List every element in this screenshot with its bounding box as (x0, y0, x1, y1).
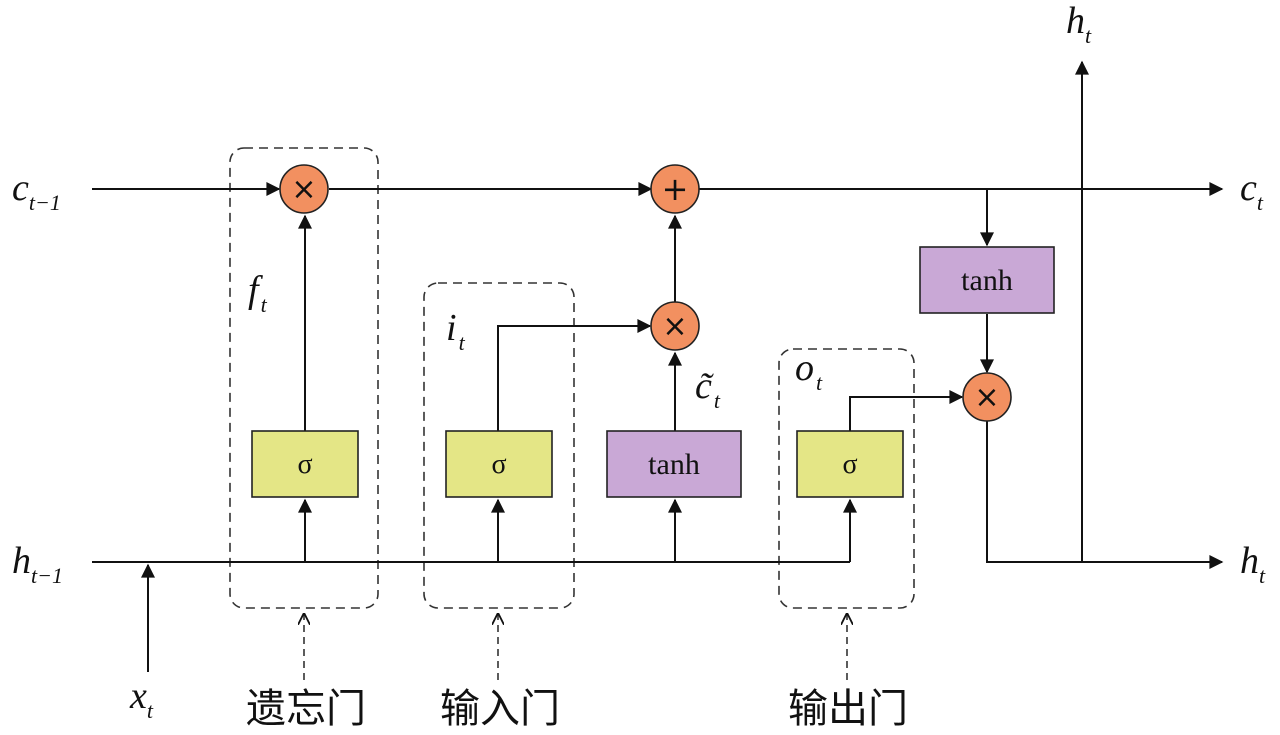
input-multiply-node: × (650, 301, 700, 351)
forget-sigma-box: σ (251, 430, 359, 498)
forget-sigma-label: σ (297, 449, 312, 480)
c-out-label: ct (1240, 167, 1264, 215)
input-tanh-box: tanh (606, 430, 742, 498)
c-prev-label: ct−1 (12, 167, 61, 215)
forget-gate-region (229, 147, 379, 609)
add-icon: + (662, 170, 689, 208)
forget-gate-label: 遗忘门 (246, 686, 366, 732)
cell-add-node: + (650, 164, 700, 214)
input-gate-symbol: it (446, 307, 466, 355)
forget-multiply-node: × (279, 164, 329, 214)
input-sigma-label: σ (491, 449, 506, 480)
h-top-label: ht (1066, 0, 1092, 48)
hidden-state-out-line (986, 421, 1224, 569)
output-gate-symbol: ot (795, 347, 823, 395)
input-gate-output-arrow (497, 319, 652, 431)
h-out-label: ht (1240, 540, 1266, 588)
output-sigma-label: σ (842, 449, 857, 480)
output-gate-label: 输出门 (788, 686, 908, 732)
candidate-cell-symbol: c̃t (695, 365, 721, 413)
forget-gate-symbol: ft (248, 269, 268, 317)
multiply-icon: × (291, 172, 316, 207)
output-gate-output-arrow (849, 390, 964, 431)
multiply-icon: × (662, 309, 687, 344)
output-multiply-node: × (962, 372, 1012, 422)
h-prev-label: ht−1 (12, 540, 63, 588)
input-gate-region (423, 282, 575, 609)
output-gate-region (778, 348, 915, 609)
input-sigma-box: σ (445, 430, 553, 498)
cell-tanh-box: tanh (919, 246, 1055, 314)
input-tanh-label: tanh (648, 448, 700, 481)
input-gate-label: 输入门 (440, 686, 560, 732)
x-input-label: xt (129, 675, 154, 723)
cell-tanh-label: tanh (961, 264, 1013, 297)
output-sigma-box: σ (796, 430, 904, 498)
multiply-icon: × (974, 380, 999, 415)
